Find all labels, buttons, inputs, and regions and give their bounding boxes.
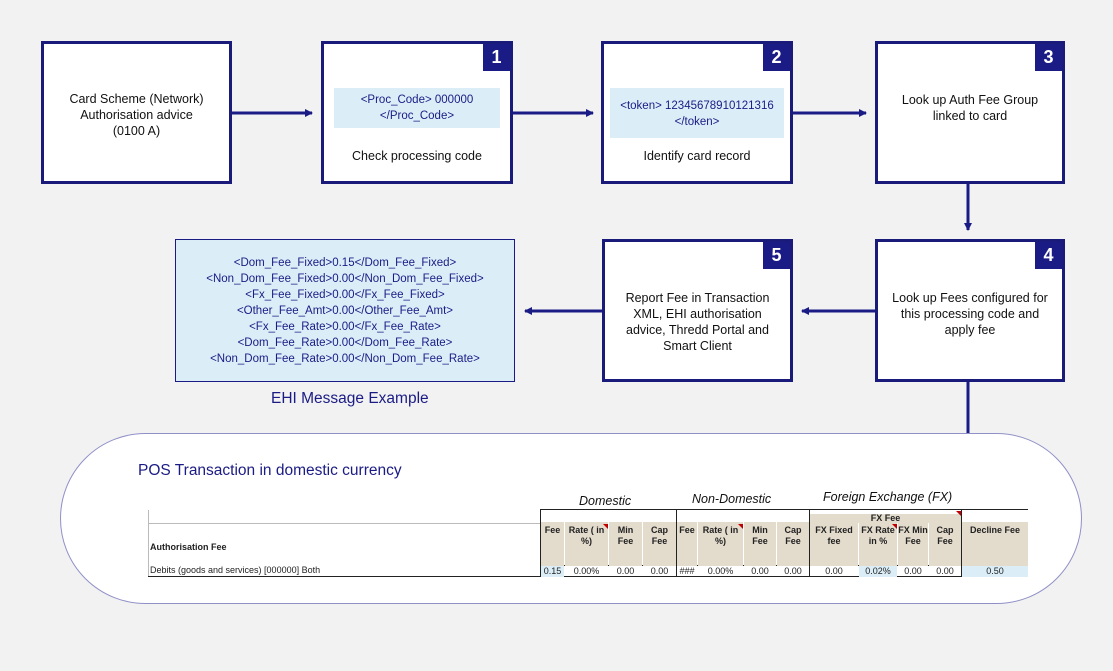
table-top-line: [540, 509, 1028, 510]
header-dom-cap: Cap Fee: [643, 522, 676, 566]
step-3-label: Look up Auth Fee Group linked to card: [901, 93, 1039, 123]
step-4-number: 4: [1035, 242, 1062, 269]
table-row-line: [148, 576, 1028, 577]
step-4-label: Look up Fees configured for this process…: [892, 291, 1048, 337]
group-fx: Foreign Exchange (FX): [823, 490, 953, 504]
header-dom-fee: Fee: [541, 522, 564, 566]
table-divider-fx: [809, 509, 810, 577]
header-fx-rate: FX Rate in %: [859, 522, 897, 566]
cell-fx-fixed: 0.00: [825, 566, 843, 576]
ehi-line: <Dom_Fee_Fixed>0.15</Dom_Fee_Fixed>: [233, 257, 457, 269]
cell-dom-rate: 0.00%: [573, 566, 600, 576]
fx-fee-label: FX Fee: [870, 513, 901, 523]
header-nondom-min: Min Fee: [744, 522, 776, 566]
pos-title: POS Transaction in domestic currency: [138, 462, 402, 479]
cell-dom-fee: 0.15: [541, 566, 564, 577]
row-label: Debits (goods and services) [000000] Bot…: [150, 565, 321, 575]
table-divider-dom: [540, 509, 541, 577]
header-fx-fixed: FX Fixed fee: [810, 522, 858, 566]
header-nondom-rate: Rate ( in %): [698, 522, 743, 566]
cell-dom-cap: 0.00: [650, 566, 669, 576]
cell-fx-min: 0.00: [904, 566, 922, 576]
step-3-box: 3 Look up Auth Fee Group linked to card: [875, 41, 1065, 184]
comment-marker: [738, 524, 743, 529]
ehi-message-box: <Dom_Fee_Fixed>0.15</Dom_Fee_Fixed> <Non…: [175, 239, 515, 382]
header-fx-cap: Cap Fee: [929, 522, 961, 566]
comment-marker: [956, 511, 961, 516]
cell-decline: 0.50: [962, 566, 1028, 577]
group-non-domestic: Non-Domestic: [692, 492, 772, 506]
comment-marker: [603, 524, 608, 529]
table-divider-decline: [961, 509, 962, 577]
start-text: Card Scheme (Network) Authorisation advi…: [69, 92, 204, 138]
start-box: Card Scheme (Network) Authorisation advi…: [41, 41, 232, 184]
table-left-line: [148, 510, 149, 577]
row-header: Authorisation Fee: [150, 542, 227, 552]
header-nondom-fee: Fee: [677, 522, 697, 566]
table-header-top: [148, 523, 541, 524]
header-dom-rate: Rate ( in %): [565, 522, 608, 566]
step-2-number: 2: [763, 44, 790, 71]
header-decline: Decline Fee: [962, 522, 1028, 566]
cell-nondom-rate: 0.00%: [707, 566, 734, 576]
step-1-label: Check processing code: [352, 149, 482, 163]
cell-nondom-cap: 0.00: [784, 566, 802, 576]
fx-fee-band: FX Fee: [810, 514, 961, 523]
group-domestic: Domestic: [579, 494, 632, 508]
step-5-box: 5 Report Fee in Transaction XML, EHI aut…: [602, 239, 793, 382]
ehi-line: <Non_Dom_Fee_Rate>0.00</Non_Dom_Fee_Rate…: [210, 353, 480, 365]
table-divider-nondom: [676, 509, 677, 577]
step-2-box: 2 <token> 12345678910121316 </token> Ide…: [601, 41, 793, 184]
cell-nondom-fee: ###: [679, 566, 695, 576]
cell-dom-min: 0.00: [616, 566, 635, 576]
ehi-line: <Non_Dom_Fee_Fixed>0.00</Non_Dom_Fee_Fix…: [206, 273, 484, 285]
cell-fx-cap: 0.00: [936, 566, 954, 576]
ehi-line: <Fx_Fee_Fixed>0.00</Fx_Fee_Fixed>: [245, 289, 445, 301]
ehi-line: <Other_Fee_Amt>0.00</Other_Fee_Amt>: [236, 305, 454, 317]
step-3-number: 3: [1035, 44, 1062, 71]
ehi-line: <Fx_Fee_Rate>0.00</Fx_Fee_Rate>: [249, 321, 441, 333]
step-1-number: 1: [483, 44, 510, 71]
step-2-code: <token> 12345678910121316 </token>: [610, 88, 784, 138]
cell-fx-rate: 0.02%: [859, 566, 897, 577]
header-dom-min: Min Fee: [609, 522, 642, 566]
header-nondom-cap: Cap Fee: [777, 522, 809, 566]
ehi-line: <Dom_Fee_Rate>0.00</Dom_Fee_Rate>: [237, 337, 453, 349]
header-fx-min: FX Min Fee: [898, 522, 928, 566]
step-5-number: 5: [763, 242, 790, 269]
step-1-box: 1 <Proc_Code> 000000 </Proc_Code> Check …: [321, 41, 513, 184]
comment-marker: [892, 524, 897, 529]
ehi-caption: EHI Message Example: [271, 390, 429, 407]
cell-nondom-min: 0.00: [751, 566, 769, 576]
step-4-box: 4 Look up Fees configured for this proce…: [875, 239, 1065, 382]
step-5-label: Report Fee in Transaction XML, EHI autho…: [625, 291, 770, 353]
step-1-code: <Proc_Code> 000000 </Proc_Code>: [334, 88, 500, 128]
step-2-label: Identify card record: [643, 149, 751, 163]
